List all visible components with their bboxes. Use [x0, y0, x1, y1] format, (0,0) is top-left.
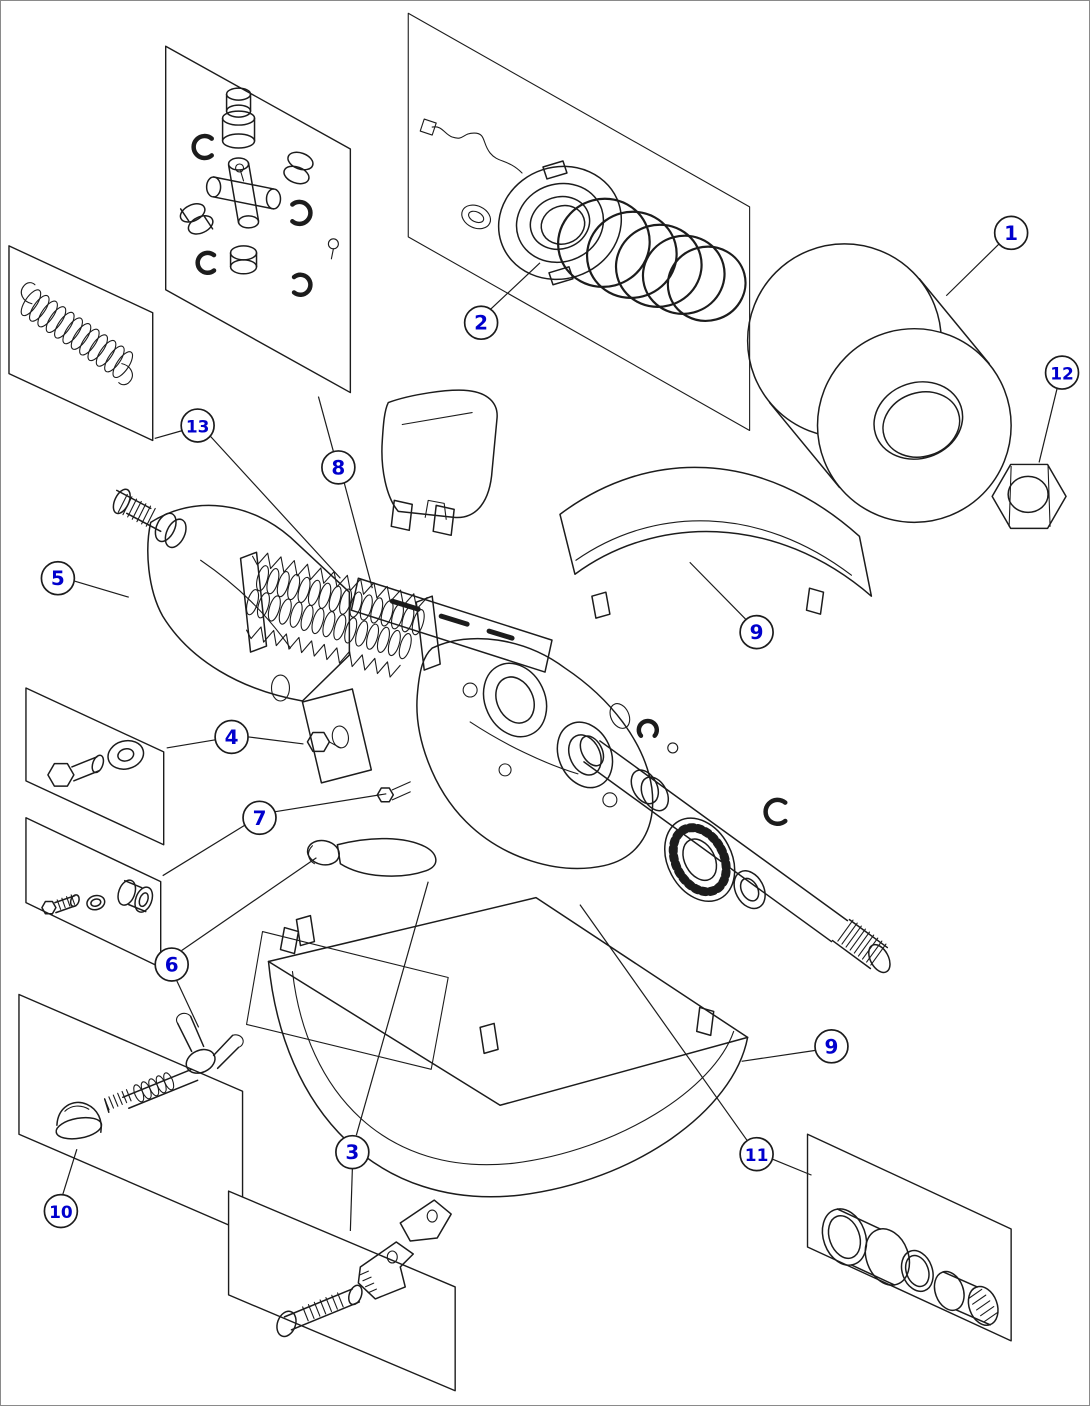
detail-box-spring: [8, 245, 154, 442]
detail-box-sleeve-knob: [806, 1133, 1012, 1342]
bearing: [664, 817, 736, 903]
callout-9[interactable]: 9: [739, 614, 774, 650]
leader-line-7: [162, 824, 246, 877]
leader-line-11: [579, 904, 749, 1142]
part-9-upper-cover: [559, 466, 873, 619]
callout-1[interactable]: 1: [993, 215, 1029, 251]
svg-text:1: 1: [1004, 221, 1018, 245]
leader-line-10: [62, 1149, 78, 1195]
svg-text:6: 6: [165, 953, 179, 977]
switch-housing: [381, 389, 498, 537]
callout-12[interactable]: 12: [1044, 355, 1080, 390]
leader-line-12: [1038, 388, 1058, 463]
part-12-nut: [991, 463, 1067, 530]
detail-box-shift-fork: [18, 993, 244, 1232]
detail-box-lever: [227, 1190, 456, 1392]
svg-text:10: 10: [49, 1202, 73, 1222]
leader-line-4: [166, 739, 215, 749]
leader-line-13: [154, 429, 183, 440]
callout-5[interactable]: 5: [40, 560, 76, 596]
callout-7[interactable]: 7: [242, 800, 277, 836]
part-2-coil-spring: [557, 197, 747, 322]
detail-box-universal-joint: [164, 45, 352, 394]
leader-line-3: [349, 1169, 353, 1232]
callout-8[interactable]: 8: [321, 450, 356, 485]
leader-line-13: [210, 436, 341, 579]
svg-text:9: 9: [825, 1034, 839, 1058]
main-shaft: [579, 735, 891, 974]
part-9-lower-cover: [245, 896, 749, 1198]
detail-frame-coil-assembly: [407, 12, 751, 432]
part-10-cap: [55, 1101, 103, 1140]
leader-line-9: [741, 1049, 816, 1062]
spline-hatch: [837, 919, 887, 966]
leader-line-9: [689, 561, 748, 621]
svg-text:13: 13: [186, 416, 210, 436]
callout-11[interactable]: 11: [739, 1136, 774, 1172]
spring-coil: [20, 289, 134, 379]
leader-line-2: [489, 262, 541, 311]
leader-line-8: [343, 483, 373, 589]
leader-line-11: [772, 1158, 812, 1176]
callout-2[interactable]: 2: [463, 305, 499, 341]
leader-line-6: [176, 980, 200, 1028]
svg-text:3: 3: [345, 1140, 359, 1164]
svg-text:2: 2: [474, 311, 488, 335]
callout-6[interactable]: 6: [154, 947, 190, 982]
leader-line-1: [945, 243, 1000, 297]
part-1-sleeve: [746, 243, 1012, 524]
leader-line-8: [317, 396, 334, 452]
u-joint-spider: [205, 157, 282, 229]
thread-hatch: [117, 493, 156, 527]
svg-text:12: 12: [1050, 364, 1074, 384]
leader-line-3: [355, 881, 429, 1136]
mounting-plate: [301, 577, 553, 803]
tilt-housing: [416, 637, 679, 870]
wire-connector: [419, 118, 437, 136]
leader-line-4: [248, 736, 304, 745]
callout-9-2[interactable]: 9: [814, 1029, 849, 1064]
detail-box-bushing: [25, 817, 162, 969]
leader-line-7: [274, 793, 387, 813]
part-5-column-jacket: [112, 488, 351, 702]
tilt-lever: [306, 837, 437, 877]
callout-3[interactable]: 3: [335, 1134, 370, 1170]
part-2-flange-plate: [497, 160, 623, 286]
callout-4[interactable]: 4: [214, 719, 249, 755]
detail-box-bolt-washer: [25, 687, 165, 846]
svg-text:5: 5: [51, 566, 65, 590]
svg-text:7: 7: [253, 806, 267, 830]
svg-text:9: 9: [750, 620, 764, 644]
callout-10[interactable]: 10: [43, 1193, 79, 1229]
svg-text:8: 8: [331, 455, 345, 479]
leader-lines: [62, 243, 1058, 1232]
column-spring-pack: [239, 551, 441, 678]
leader-line-5: [74, 580, 129, 598]
part-6-fork: [103, 1012, 244, 1113]
svg-text:4: 4: [225, 725, 239, 749]
svg-text:11: 11: [745, 1145, 769, 1165]
leader-line-6: [181, 857, 317, 952]
callout-13[interactable]: 13: [180, 408, 215, 443]
